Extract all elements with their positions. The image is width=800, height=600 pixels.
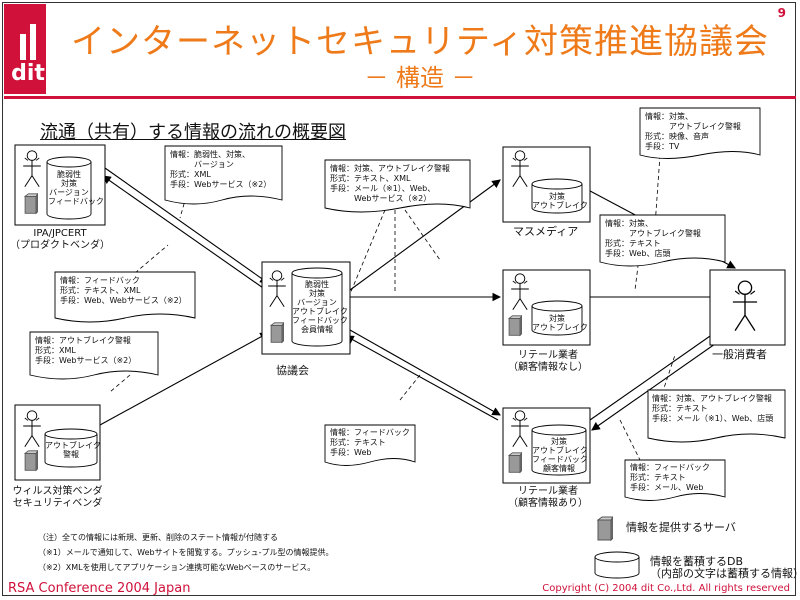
title-divider (4, 96, 796, 99)
footer-conference: RSA Conference 2004 Japan (8, 581, 191, 596)
page-number: 9 (777, 6, 786, 20)
legend-server-label: 情報を提供するサーバ (626, 521, 736, 534)
flow-label-consumer-feedback: 情報：フィードバック 形式：テキスト 手段：メール、Web (630, 463, 710, 492)
node-council-name: 協議会 (276, 364, 309, 377)
logo-text: dit (11, 61, 45, 86)
db-contents: アウトブレイク 警報 (45, 441, 101, 459)
slide-subtitle: － 構造 － (364, 64, 476, 92)
flow-label-media: 情報：対策、アウトブレイク警報 形式：テキスト、XML 手段：メール（※1）、W… (330, 164, 450, 203)
node-consumer-name: 一般消費者 (712, 348, 767, 361)
section-heading: 流通（共有）する情報の流れの概要図 (40, 122, 346, 143)
db-contents: 脆弱性 対策 バージョン アウトブレイク フィードバック 会員情報 (292, 280, 348, 334)
note-line: （注）全ての情報には新規、更新、削除のステート情報が付随する (38, 533, 278, 542)
node-media-name: マスメディア (513, 225, 579, 238)
flow-label-media-consumer: 情報：対策、 アウトブレイク警報 形式：映像、音声 手段：TV (645, 112, 741, 151)
node-retail-no-name: リテール業者 （顧客情報なし） (508, 350, 588, 373)
flow-label-retail-consumer: 情報：対策、 アウトブレイク警報 形式：テキスト 手段：Web、店頭 (605, 219, 701, 258)
node-retail-yes-name: リテール業者 （顧客情報あり） (508, 486, 588, 509)
note-line: （※1）メールで通知して、Webサイトを閲覧する。プッシュ-プル型の情報提供。 (38, 548, 334, 557)
flow-label-retail-yes-consumer: 情報：対策、アウトブレイク警報 形式：テキスト 手段：メール（※1）、Web、店… (652, 394, 774, 423)
db-contents: 脆弱性 対策 バージョン フィードバック (48, 170, 104, 206)
flow-label-virus: 情報：アウトブレイク警報 形式：XML 手段：Webサービス（※2） (35, 336, 137, 365)
legend-db-label: 情報を蓄積するDB （内部の文字は蓄積する情報） (650, 555, 800, 580)
flow-label-feedback-ipa: 情報：フィードバック 形式：テキスト、XML 手段：Web、Webサービス（※2… (60, 276, 187, 305)
node-virus-name: ウィルス対策ベンダ セキュリティベンダ (12, 486, 103, 509)
flow-label-feedback-retail: 情報：フィードバック 形式：テキスト 手段：Web (330, 428, 410, 457)
db-contents: 対策 アウトブレイク フィードバック 顧客情報 (532, 437, 588, 473)
flow-label-ipa: 情報：脆弱性、対策、 バージョン 形式：XML 手段：Webサービス（※2） (170, 150, 272, 189)
db-contents: 対策 アウトブレイク (532, 192, 588, 210)
logo-bar (20, 34, 26, 60)
dit-logo: dit (4, 4, 46, 94)
node-ipa-name: IPA/JPCERT （プロダクトベンダ） (10, 228, 110, 251)
db-contents: 対策 アウトブレイク (532, 314, 588, 332)
note-line: （※2）XMLを使用してアプリケーション連携可能なWebベースのサービス。 (38, 563, 316, 572)
slide-title: インターネットセキュリティ対策推進協議会 (71, 22, 769, 62)
logo-bar (30, 24, 36, 60)
footer-copyright: Copyright (C) 2004 dit Co.,Ltd. All righ… (542, 583, 790, 594)
